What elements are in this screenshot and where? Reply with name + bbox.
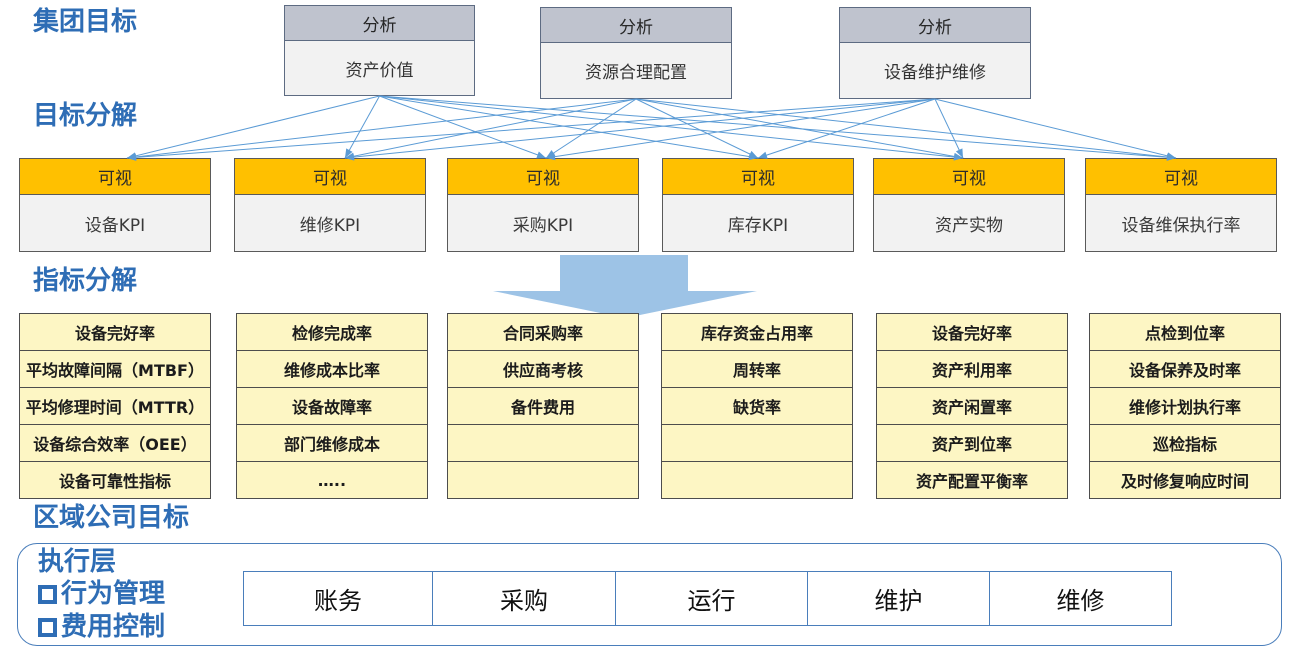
connector-arrow <box>635 98 759 159</box>
analysis-box-resource-allocation: 分析 资源合理配置 <box>540 7 732 99</box>
connector-arrow <box>545 98 936 161</box>
execution-item-cost-control: 费用控制 <box>38 612 165 642</box>
indicator-cell: ….. <box>236 461 428 499</box>
kpi-box-inventory: 可视 库存KPI <box>662 158 854 252</box>
connector-arrow <box>379 95 547 159</box>
process-row: 账务 采购 运行 维护 维修 <box>243 571 1172 626</box>
kpi-box-label: 采购KPI <box>448 195 638 251</box>
process-box-operation: 运行 <box>615 571 808 626</box>
kpi-box-header: 可视 <box>663 159 853 195</box>
indicator-column-maintenance: 检修完成率 维修成本比率 设备故障率 部门维修成本 ….. <box>236 313 428 499</box>
analysis-box-header: 分析 <box>840 8 1030 43</box>
indicator-cell: 平均修理时间（MTTR） <box>19 387 211 425</box>
indicator-cell: 设备完好率 <box>876 313 1068 351</box>
analysis-box-header: 分析 <box>285 6 474 41</box>
indicator-cell-empty <box>447 424 639 462</box>
connector-arrow <box>934 98 1177 160</box>
indicator-cell: 库存资金占用率 <box>661 313 853 351</box>
indicator-cell: 周转率 <box>661 350 853 388</box>
process-box-procurement: 采购 <box>431 571 617 626</box>
connector-arrow <box>344 95 380 159</box>
indicator-cell: 资产利用率 <box>876 350 1068 388</box>
analysis-box-label: 资产价值 <box>285 41 474 95</box>
connector-arrow <box>126 98 936 161</box>
connector-arrow <box>635 98 964 160</box>
indicator-cell: 维修计划执行率 <box>1089 387 1281 425</box>
level-label-regional-goal: 区域公司目标 <box>33 503 190 533</box>
kpi-box-header: 可视 <box>448 159 638 195</box>
process-box-upkeep: 维护 <box>806 571 991 626</box>
indicator-cell: 设备保养及时率 <box>1089 350 1281 388</box>
indicator-cell: 检修完成率 <box>236 313 428 351</box>
execution-item-label: 费用控制 <box>61 612 166 642</box>
analysis-box-header: 分析 <box>541 8 731 43</box>
square-bullet-icon <box>38 584 57 604</box>
kpi-box-maintenance-execution: 可视 设备维保执行率 <box>1085 158 1277 252</box>
indicator-cell: 设备故障率 <box>236 387 428 425</box>
indicator-cell: 设备可靠性指标 <box>19 461 211 499</box>
indicator-cell: 合同采购率 <box>447 313 639 351</box>
connector-arrow <box>934 98 964 159</box>
connector-arrow <box>545 98 637 159</box>
indicator-cell: 平均故障间隔（MTBF） <box>19 350 211 388</box>
indicator-column-physical-assets: 设备完好率 资产利用率 资产闲置率 资产到位率 资产配置平衡率 <box>876 313 1068 499</box>
indicator-column-maintenance-execution: 点检到位率 设备保养及时率 维修计划执行率 巡检指标 及时修复响应时间 <box>1089 313 1281 499</box>
connector-arrow <box>379 95 1177 161</box>
indicator-cell: 设备完好率 <box>19 313 211 351</box>
kpi-box-header: 可视 <box>20 159 210 195</box>
kpi-box-procurement: 可视 采购KPI <box>447 158 639 252</box>
analysis-box-label: 资源合理配置 <box>541 43 731 98</box>
indicator-cell: 供应商考核 <box>447 350 639 388</box>
execution-item-behavior-management: 行为管理 <box>38 579 165 609</box>
indicator-cell: 设备综合效率（OEE） <box>19 424 211 462</box>
indicator-column-procurement: 合同采购率 供应商考核 备件费用 <box>447 313 639 499</box>
indicator-cell: 巡检指标 <box>1089 424 1281 462</box>
square-bullet-icon <box>38 617 57 637</box>
kpi-box-header: 可视 <box>874 159 1064 195</box>
connector-arrow <box>344 98 936 161</box>
kpi-box-label: 资产实物 <box>874 195 1064 251</box>
kpi-box-equipment: 可视 设备KPI <box>19 158 211 252</box>
indicator-cell: 资产闲置率 <box>876 387 1068 425</box>
indicator-cell: 缺货率 <box>661 387 853 425</box>
indicator-cell: 部门维修成本 <box>236 424 428 462</box>
indicator-cell-empty <box>661 424 853 462</box>
kpi-box-header: 可视 <box>235 159 425 195</box>
indicator-cell: 资产到位率 <box>876 424 1068 462</box>
indicator-cell: 及时修复响应时间 <box>1089 461 1281 499</box>
connector-arrow <box>757 98 936 159</box>
execution-item-label: 行为管理 <box>61 579 166 609</box>
level-label-indicator-breakdown: 指标分解 <box>33 266 138 296</box>
indicator-cell: 维修成本比率 <box>236 350 428 388</box>
connector-arrow <box>344 98 637 160</box>
process-box-accounting: 账务 <box>243 571 433 626</box>
process-box-repair: 维修 <box>989 571 1172 626</box>
indicator-cell: 备件费用 <box>447 387 639 425</box>
level-label-goal-breakdown: 目标分解 <box>33 101 138 131</box>
kpi-box-physical-assets: 可视 资产实物 <box>873 158 1065 252</box>
indicator-cell-empty <box>447 461 639 499</box>
kpi-box-label: 设备KPI <box>20 195 210 251</box>
analysis-box-asset-value: 分析 资产价值 <box>284 5 475 96</box>
connector-arrow <box>635 98 1177 161</box>
indicator-cell: 资产配置平衡率 <box>876 461 1068 499</box>
connector-arrow <box>126 98 637 161</box>
kpi-box-label: 维修KPI <box>235 195 425 251</box>
kpi-box-maintenance: 可视 维修KPI <box>234 158 426 252</box>
analysis-box-label: 设备维护维修 <box>840 43 1030 98</box>
level-label-group-goal: 集团目标 <box>33 7 138 37</box>
kpi-box-label: 库存KPI <box>663 195 853 251</box>
connector-arrow <box>379 95 759 161</box>
indicator-cell-empty <box>661 461 853 499</box>
breakdown-arrow <box>493 255 757 318</box>
analysis-box-equipment-maintenance: 分析 设备维护维修 <box>839 7 1031 99</box>
kpi-box-label: 设备维保执行率 <box>1086 195 1276 251</box>
indicator-cell: 点检到位率 <box>1089 313 1281 351</box>
indicator-column-inventory: 库存资金占用率 周转率 缺货率 <box>661 313 853 499</box>
connector-arrow <box>379 95 964 161</box>
execution-layer-title: 执行层 <box>38 547 117 577</box>
kpi-box-header: 可视 <box>1086 159 1276 195</box>
indicator-column-equipment: 设备完好率 平均故障间隔（MTBF） 平均修理时间（MTTR） 设备综合效率（O… <box>19 313 211 499</box>
connector-arrow <box>126 95 380 160</box>
